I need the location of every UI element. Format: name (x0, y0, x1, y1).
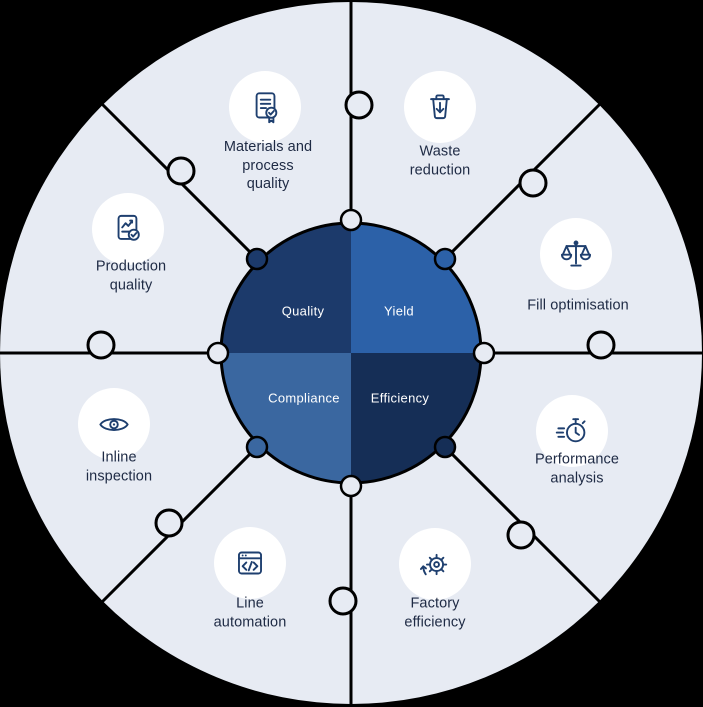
quadrant-yield (351, 223, 481, 353)
segment-label-materials-process-quality: Materials and process quality (223, 139, 313, 193)
factory-efficiency-icon-circle (399, 528, 471, 600)
segment-label-waste-reduction: Waste reduction (409, 143, 471, 178)
hub-bump-sw (245, 435, 269, 459)
fill-optimisation-icon-circle (540, 218, 612, 290)
puzzle-knob (328, 586, 358, 616)
segment-label-line-automation: Line automation (213, 595, 287, 630)
hub-notches (206, 208, 496, 498)
waste-reduction-icon-circle (404, 71, 476, 143)
puzzle-knob (154, 508, 184, 538)
quadrant-efficiency (351, 353, 481, 483)
materials-process-quality-icon-circle (229, 71, 301, 143)
puzzle-knobs (86, 90, 616, 616)
trash-bin-down-arrow-icon (430, 94, 450, 120)
document-chart-check-icon (117, 214, 140, 241)
segment-label-factory-efficiency: Factory efficiency (404, 595, 466, 630)
hub-notch (472, 341, 496, 365)
eye-icon (99, 418, 129, 431)
production-quality-icon-circle (92, 193, 164, 265)
line-automation-icon-circle (214, 527, 286, 599)
hub-bump-se (433, 435, 457, 459)
puzzle-knob (506, 520, 536, 550)
center-label-yield: Yield (384, 303, 414, 319)
puzzle-knob (166, 156, 196, 186)
gear-arrow-icon (419, 553, 448, 576)
puzzle-knob (586, 330, 616, 360)
segment-label-performance-analysis: Performance analysis (534, 451, 620, 486)
center-label-quality: Quality (281, 303, 325, 319)
puzzle-knob (86, 330, 116, 360)
quadrant-quality (221, 223, 351, 353)
inline-inspection-icon-circle (78, 388, 150, 460)
code-window-icon (238, 551, 262, 575)
performance-analysis-icon-circle (536, 395, 608, 467)
balance-scales-icon (560, 240, 592, 267)
hub-notch (206, 341, 230, 365)
hub-notch (339, 474, 363, 498)
stopwatch-speed-icon (555, 418, 586, 443)
hub-bump-nw (245, 247, 269, 271)
center-label-efficiency: Efficiency (370, 390, 430, 406)
document-certificate-check-icon (255, 92, 278, 124)
segment-label-inline-inspection: Inline inspection (85, 449, 153, 484)
segment-label-production-quality: Production quality (95, 258, 167, 293)
segment-label-fill-optimisation: Fill optimisation (527, 297, 629, 314)
puzzle-knob (344, 90, 374, 120)
hub-notch (339, 208, 363, 232)
quadrant-compliance (221, 353, 351, 483)
center-label-compliance: Compliance (268, 390, 340, 406)
puzzle-knob (518, 168, 548, 198)
hub-bump-ne (433, 247, 457, 271)
